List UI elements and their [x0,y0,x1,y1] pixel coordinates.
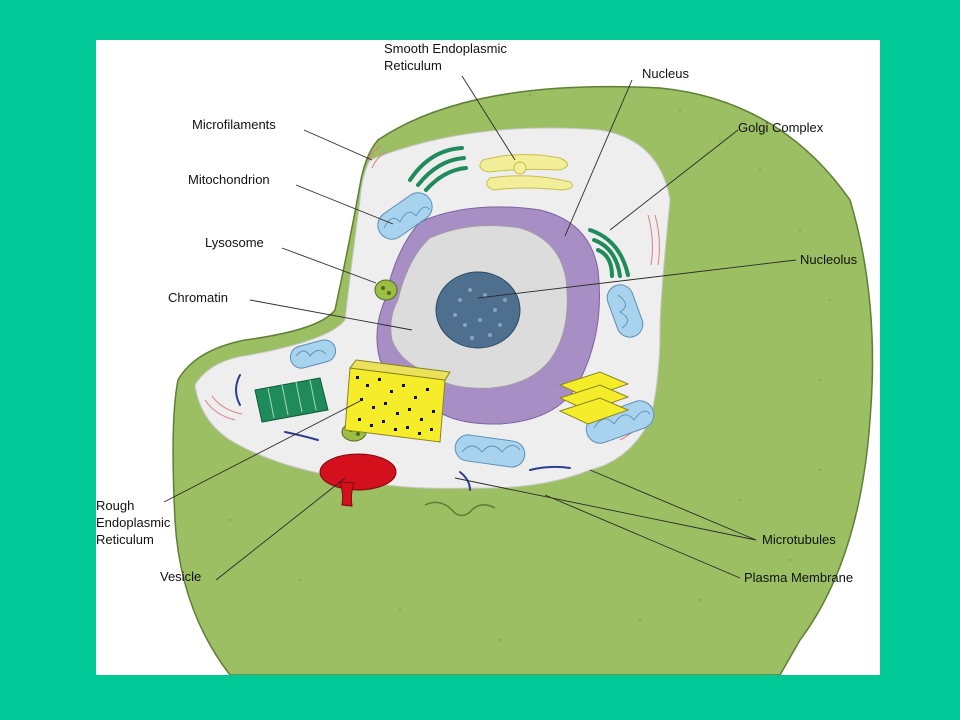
label-lysosome: Lysosome [205,235,264,250]
smooth-er [479,153,574,191]
lysosome [374,279,398,301]
mitochondrion-3 [289,339,337,369]
mitochondrion-1 [377,192,433,240]
cell-diagram-panel: Smooth Endoplasmic Reticulum Nucleus Mic… [96,40,880,675]
label-nucleus: Nucleus [642,66,689,81]
label-chromatin: Chromatin [168,290,228,305]
membrane-texture [228,93,832,642]
vesicle [319,453,397,507]
mitochondrion-2 [606,284,644,338]
nucleolus [435,271,521,349]
label-microtubules: Microtubules [762,532,836,547]
label-rough-er-line-3: Reticulum [96,532,154,547]
cell-diagram: Smooth Endoplasmic Reticulum Nucleus Mic… [96,41,874,675]
label-nucleolus: Nucleolus [800,252,858,267]
label-vesicle: Vesicle [160,569,201,584]
label-smooth-er-line-1: Smooth Endoplasmic [384,41,507,56]
label-rough-er-line-2: Endoplasmic [96,515,171,530]
label-mitochondrion: Mitochondrion [188,172,270,187]
label-golgi-complex: Golgi Complex [738,120,824,135]
mitochondrion-5 [454,434,526,468]
nucleolus-texture [453,288,507,340]
label-plasma-membrane: Plasma Membrane [744,570,853,585]
plasma-membrane-fold [424,501,496,517]
golgi-stack-lower [254,377,329,423]
label-smooth-er-line-2: Reticulum [384,58,442,73]
golgi-complex-right [588,228,630,278]
rough-er [344,359,451,443]
golgi-complex-left [408,146,468,192]
leader-lines [163,75,797,581]
label-microfilaments: Microfilaments [192,117,276,132]
rough-er-right [558,371,630,425]
diagram-labels: Smooth Endoplasmic Reticulum Nucleus Mic… [96,41,858,585]
label-rough-er-line-1: Rough [96,498,134,513]
